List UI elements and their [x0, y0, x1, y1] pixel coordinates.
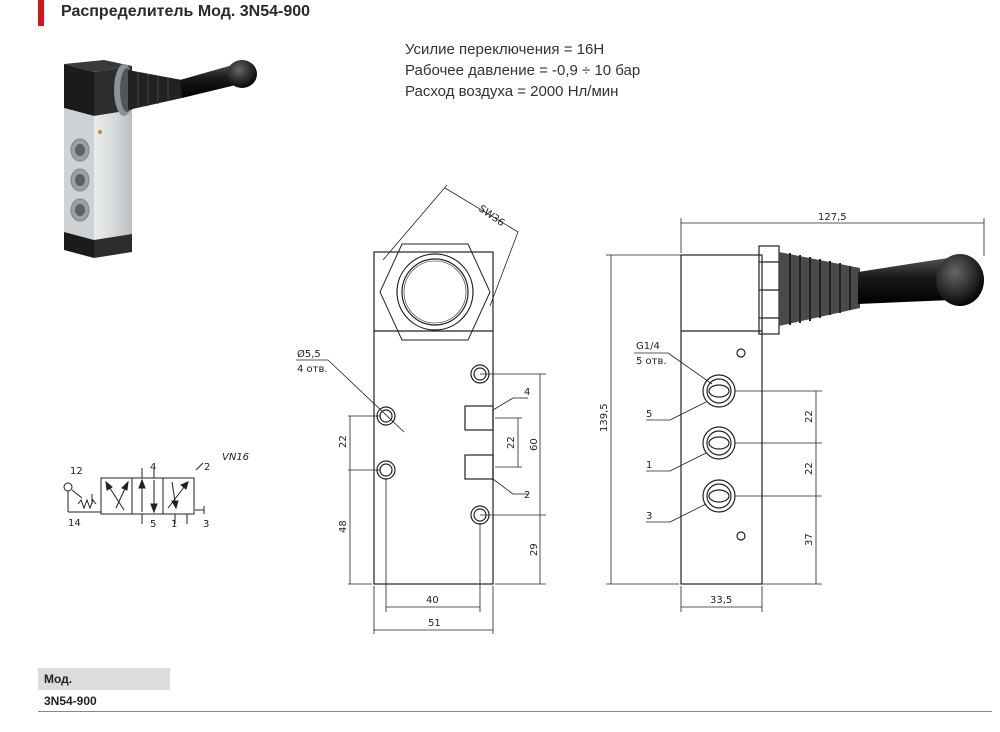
- dim-51: 51: [428, 618, 441, 629]
- model-table-header: Мод.: [38, 668, 170, 690]
- side-port-5-label: 5: [646, 409, 652, 420]
- model-table: Мод. 3N54-900: [38, 668, 992, 712]
- port-label-1: 1: [171, 519, 177, 530]
- pneumatic-symbol: [63, 462, 205, 524]
- dim-22-top: 22: [804, 410, 815, 423]
- lever-handle: [779, 252, 984, 326]
- dim-37: 37: [804, 533, 815, 546]
- dim-48: 48: [338, 520, 349, 533]
- dim-22-right: 22: [506, 436, 517, 449]
- port-label-4: 4: [150, 462, 156, 473]
- product-illustration: [64, 60, 257, 258]
- side-view: [680, 245, 780, 585]
- model-table-row: 3N54-900: [38, 690, 992, 712]
- port-label-5: 5: [150, 519, 156, 530]
- specifications: Усилие переключения = 16Н Рабочее давлен…: [405, 39, 640, 102]
- front-port-2-label: 2: [524, 490, 530, 501]
- front-port-4-label: 4: [524, 387, 530, 398]
- dim-127-5: 127,5: [818, 212, 847, 223]
- port-label-12: 12: [70, 466, 83, 477]
- dim-22-left: 22: [338, 435, 349, 448]
- dim-29: 29: [529, 543, 540, 556]
- page-title: Распределитель Мод. 3N54-900: [61, 3, 311, 20]
- side-port-1-label: 1: [646, 460, 652, 471]
- front-view: [373, 243, 494, 585]
- thread-count-label: 5 отв.: [636, 356, 667, 367]
- dim-139-5: 139,5: [599, 403, 610, 432]
- port-label-14: 14: [68, 518, 81, 529]
- port-label-3: 3: [203, 519, 209, 530]
- dim-60: 60: [529, 438, 540, 451]
- spec-line: Усилие переключения = 16Н: [405, 41, 605, 58]
- dim-40: 40: [426, 595, 439, 606]
- dim-22-bottom: 22: [804, 462, 815, 475]
- thread-size-label: G1/4: [636, 341, 660, 352]
- front-view-dimensions: [296, 184, 546, 634]
- model-code: 3N54-900: [44, 694, 97, 708]
- hole-diameter-label: Ø5,5: [297, 348, 321, 360]
- spec-line: Рабочее давление = -0,9 ÷ 10 бар: [405, 62, 641, 79]
- port-label-2: 2: [204, 462, 210, 473]
- side-port-3-label: 3: [646, 511, 652, 522]
- hole-count-label: 4 отв.: [297, 364, 328, 375]
- spec-line: Расход воздуха = 2000 Нл/мин: [405, 83, 619, 100]
- side-view-dimensions: [606, 218, 985, 612]
- dim-33-5: 33,5: [710, 595, 732, 606]
- wrench-size-label: SW36: [476, 203, 506, 229]
- symbol-code: VN16: [222, 452, 249, 463]
- accent-bar: [38, 0, 44, 26]
